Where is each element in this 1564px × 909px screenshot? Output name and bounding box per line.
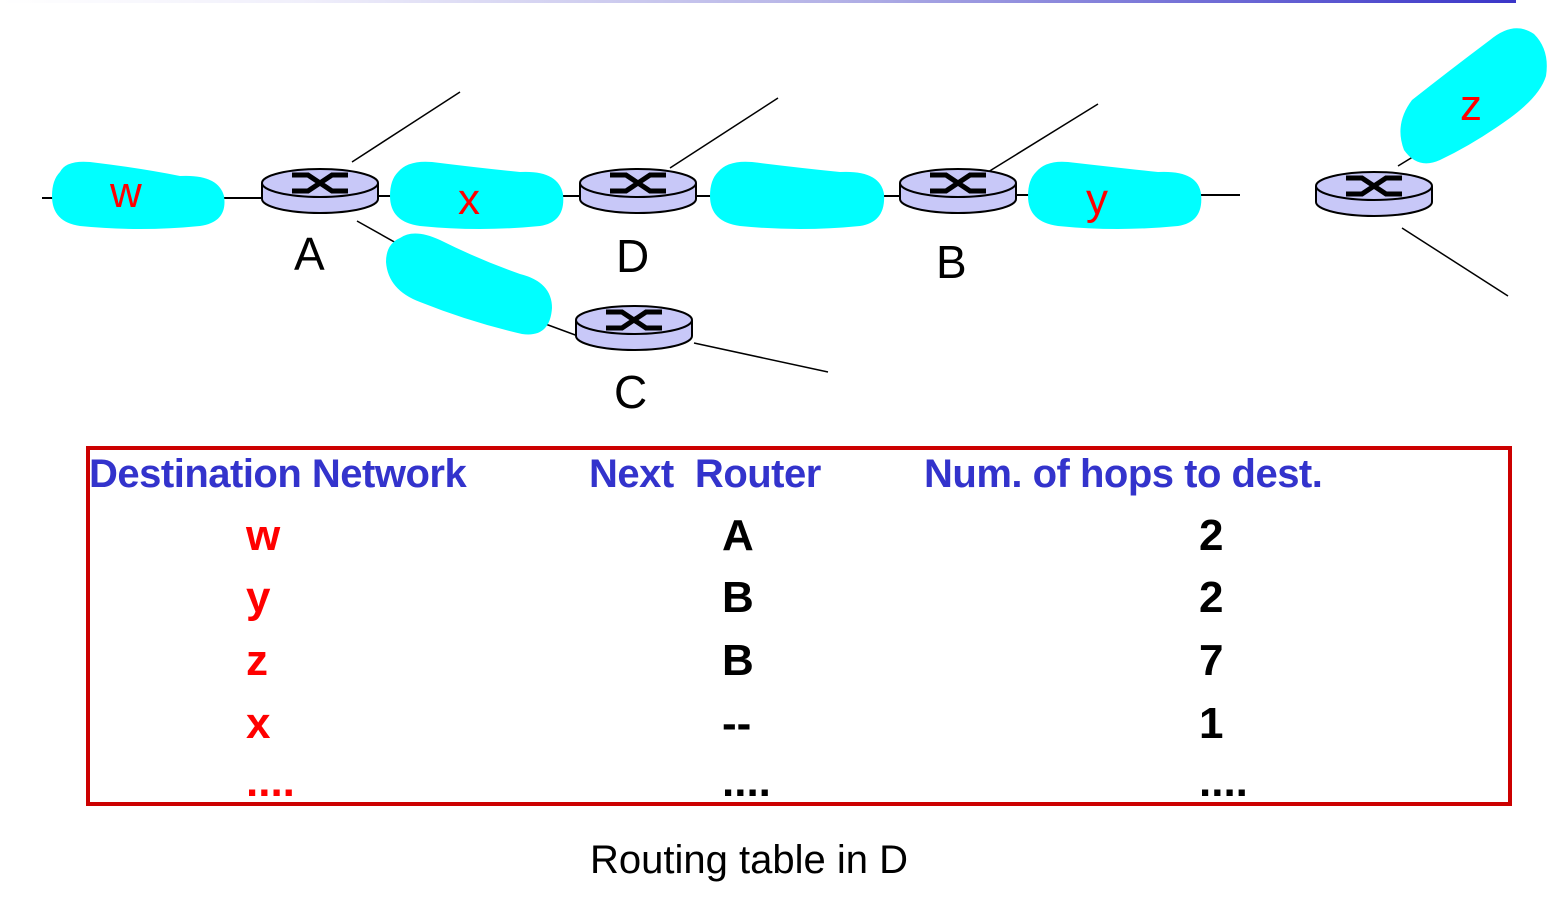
router-label-b: B <box>936 236 967 288</box>
router-icon <box>1316 172 1432 216</box>
router-b <box>900 169 1016 213</box>
network-w: w <box>52 161 225 229</box>
header-next-router: Next Router <box>589 452 821 496</box>
router-label-d: D <box>616 230 649 282</box>
router-icon <box>262 169 378 213</box>
router-label-c: C <box>614 366 647 418</box>
title-underline <box>0 0 1516 3</box>
cell-next-router: B <box>722 636 754 685</box>
link-b-upper <box>987 103 1099 173</box>
cell-destination: z <box>246 636 268 685</box>
router-d <box>580 169 696 213</box>
network-z: z <box>1400 28 1547 164</box>
cell-destination: x <box>246 699 271 748</box>
link-d-upper <box>669 97 779 169</box>
link-c-right <box>693 342 829 373</box>
header-destination-network: Destination Network <box>89 452 467 496</box>
network-a-c <box>386 233 552 335</box>
link-a-upper <box>351 91 461 163</box>
cell-hops: 2 <box>1199 573 1224 622</box>
header-num-hops: Num. of hops to dest. <box>924 452 1323 496</box>
link-e-lower <box>1401 227 1509 297</box>
network-x: x <box>390 161 564 229</box>
cell-next-router: -- <box>722 699 752 748</box>
cell-hops: 7 <box>1199 636 1224 685</box>
network-d-b <box>710 161 885 229</box>
router-e <box>1316 172 1432 216</box>
network-label-z: z <box>1460 81 1482 130</box>
cell-hops: .... <box>1199 757 1248 806</box>
cell-next-router: B <box>722 573 754 622</box>
router-icon <box>576 306 692 350</box>
cell-destination: w <box>246 511 281 560</box>
cell-destination: .... <box>246 757 295 806</box>
network-label-w: w <box>109 168 142 217</box>
routing-table <box>86 446 1512 806</box>
network-diagram: w x y z A D B C <box>42 28 1547 418</box>
cell-next-router: A <box>722 511 754 560</box>
cell-next-router: .... <box>722 757 771 806</box>
cell-hops: 1 <box>1199 699 1224 748</box>
network-label-y: y <box>1086 175 1108 224</box>
router-icon <box>580 169 696 213</box>
network-y: y <box>1028 161 1202 229</box>
network-label-x: x <box>458 175 480 224</box>
links <box>42 91 1509 373</box>
router-label-a: A <box>294 228 325 280</box>
figure-caption: Routing table in D <box>590 838 908 882</box>
cell-hops: 2 <box>1199 511 1224 560</box>
cell-destination: y <box>246 573 271 622</box>
router-a <box>262 169 378 213</box>
router-c <box>576 306 692 350</box>
router-icon <box>900 169 1016 213</box>
